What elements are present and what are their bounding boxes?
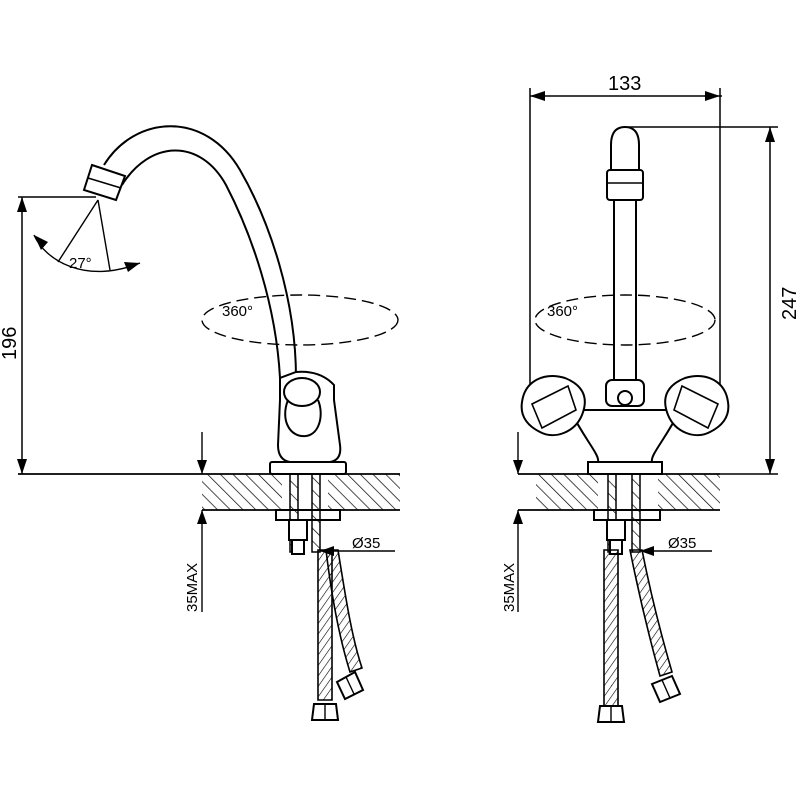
side-view <box>17 125 400 721</box>
height-dimension-196 <box>17 196 96 474</box>
width-label-right: 133 <box>608 73 641 95</box>
max-thickness-dimension-right <box>513 432 523 612</box>
supply-hoses-left <box>310 549 365 721</box>
rotation-ellipse-left <box>201 294 399 346</box>
supply-hoses-right <box>596 549 682 723</box>
faucet-body-front <box>520 375 730 475</box>
height-dimension-247 <box>628 126 778 475</box>
angle-label: 27° <box>69 255 92 272</box>
diameter-label-left: Ø35 <box>352 535 380 552</box>
right-handle <box>664 375 730 437</box>
diameter-dimension-left <box>320 546 395 556</box>
front-view <box>513 88 778 723</box>
max-thickness-label-right: 35MAX <box>501 563 518 612</box>
max-thickness-dimension-left <box>197 432 207 612</box>
mounting-assembly-right <box>593 473 661 555</box>
diameter-label-right: Ø35 <box>668 535 696 552</box>
max-thickness-label-left: 35MAX <box>184 563 201 612</box>
spout <box>82 125 297 379</box>
countertop-left <box>18 473 400 511</box>
mounting-assembly-left <box>275 473 341 555</box>
rotation-ellipse-right <box>534 294 716 346</box>
countertop-right <box>518 473 720 511</box>
rotation-label-right: 360° <box>547 303 578 320</box>
left-handle <box>520 375 586 437</box>
width-dimension-133 <box>529 88 722 390</box>
spout-front <box>606 125 644 385</box>
faucet-body-side <box>269 370 347 475</box>
rotation-label-left: 360° <box>222 303 253 320</box>
diameter-dimension-right <box>640 546 712 556</box>
height-label-right: 247 <box>779 287 800 320</box>
spray-angle-27 <box>33 199 141 273</box>
height-label-left: 196 <box>0 327 21 360</box>
